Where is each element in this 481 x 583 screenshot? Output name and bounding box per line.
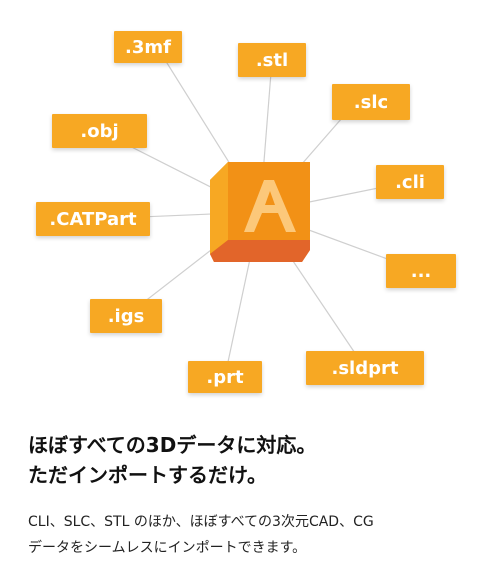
logo-letter-a-cutout [265,191,275,205]
file-format-diagram: .3mf .stl .slc .obj .cli .CATPart ... .i… [36,31,456,393]
format-tag-sldprt: .sldprt [306,351,424,385]
headline-line-1: ほぼすべての3Dデータに対応。 [28,433,317,457]
logo-letter-a [244,180,296,232]
format-tag-obj: .obj [52,114,147,148]
format-tag-stl: .stl [238,43,306,77]
body-text: CLI、SLC、STL のほか、ほぼすべての3次元CAD、CG データをシームレ… [28,509,473,561]
body-line-2: データをシームレスにインポートできます。 [28,540,307,556]
format-tag-3mf: .3mf [114,31,182,63]
format-tag-more: ... [386,254,456,288]
format-tag-catpart: .CATPart [36,202,150,236]
app-logo-icon [210,162,310,262]
format-tag-slc: .slc [332,84,410,120]
format-tag-igs: .igs [90,299,162,333]
format-tag-prt: .prt [188,361,262,393]
logo-face-left [210,162,228,254]
headline: ほぼすべての3Dデータに対応。 ただインポートするだけ。 [28,430,468,490]
logo-bottom-band [210,240,310,262]
body-line-1: CLI、SLC、STL のほか、ほぼすべての3次元CAD、CG [28,514,374,530]
format-tag-cli: .cli [376,165,444,199]
headline-line-2: ただインポートするだけ。 [28,463,267,487]
